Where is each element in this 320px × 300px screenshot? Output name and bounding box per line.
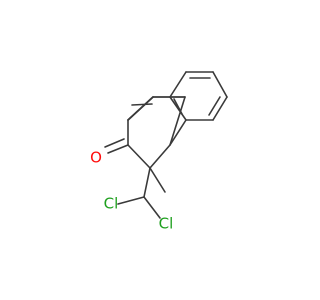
bond-c8a-c4a-double (173, 98, 183, 115)
bond-c3-c4-main (127, 96, 154, 121)
bond-ch-cl-left (117, 196, 145, 205)
bond-c2-o (107, 144, 129, 154)
bond-c2-o-double (104, 138, 125, 148)
bond-c8a-c4a (169, 96, 187, 121)
bond-c8a-c1 (149, 144, 171, 169)
atom-label-layer: O Cl Cl (90, 149, 173, 233)
bond-c1-c2 (127, 144, 151, 169)
oxygen-atom-label: O (90, 149, 102, 167)
bond-c7-c8 (212, 96, 228, 121)
bond-c4a-c5a (169, 71, 187, 98)
molecule-structure-diagram: O Cl Cl (90, 71, 228, 233)
bond-c1-methyl (149, 167, 166, 193)
bond-ringA-right (169, 119, 187, 146)
bond-c1-chcl2 (143, 167, 151, 198)
bond-layer (104, 71, 228, 219)
chlorine-atom-label-right: Cl (159, 215, 174, 233)
bond-c3-c4-double (131, 103, 153, 106)
bond-c4a-c8a (169, 96, 186, 146)
bond-c7-c8-double (208, 96, 221, 116)
bond-ch-cl-right (143, 196, 161, 219)
chlorine-atom-label-left: Cl (104, 195, 119, 213)
bond-c6-c7 (212, 71, 228, 98)
